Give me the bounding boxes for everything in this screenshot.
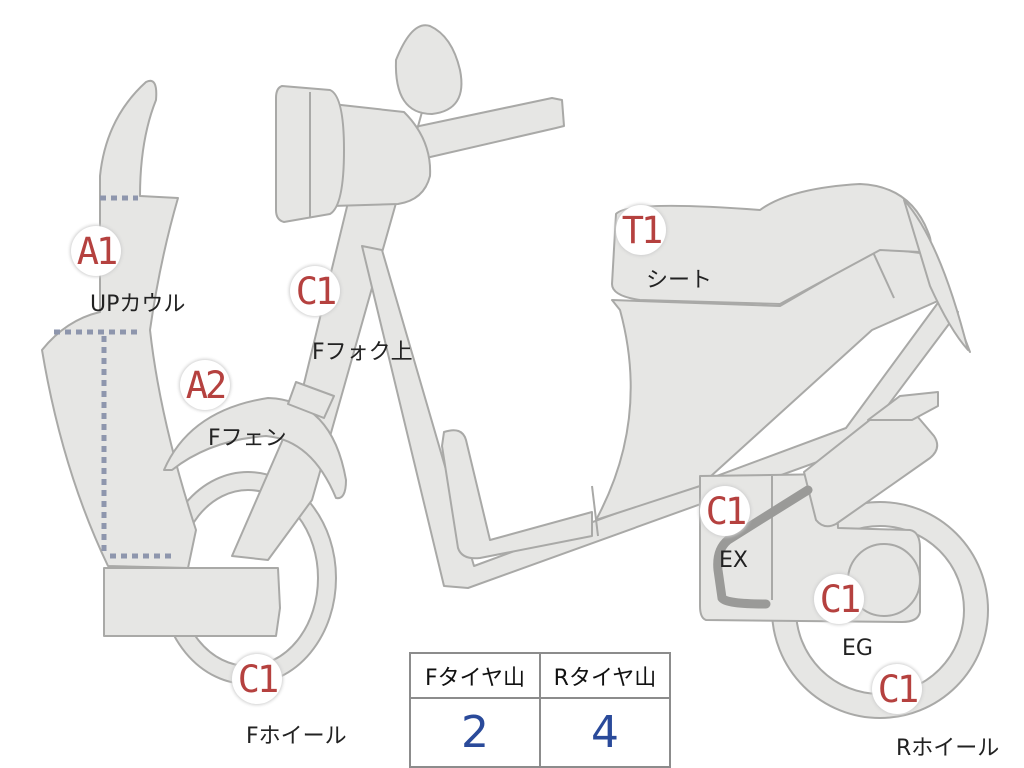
marker-front-fork[interactable]: C1 (290, 266, 340, 316)
label-engine: EG (842, 636, 873, 661)
marker-engine[interactable]: C1 (814, 574, 864, 624)
rear-shock (803, 395, 939, 528)
label-front-fork: Fフォク上 (312, 340, 413, 365)
marker-front-fender[interactable]: A2 (180, 360, 230, 410)
seat (611, 183, 932, 305)
label-upper-cowl: UPカウル (90, 292, 186, 317)
floor-rail (441, 429, 593, 560)
front-fender (163, 397, 347, 500)
label-front-wheel: Fホイール (246, 724, 347, 749)
marker-front-wheel[interactable]: C1 (232, 654, 282, 704)
floor-front (103, 567, 281, 637)
exhaust-pipe (713, 485, 813, 609)
label-rear-wheel: Rホイール (896, 736, 1000, 761)
front-tread-header: Fタイヤ山 (409, 652, 541, 699)
marker-upper-cowl[interactable]: A1 (71, 226, 121, 276)
mirror (394, 24, 463, 115)
head-unit (331, 103, 432, 207)
marker-rear-wheel[interactable]: C1 (872, 664, 922, 714)
rear-tread-value: 4 (539, 697, 671, 768)
rear-tread-header: Rタイヤ山 (539, 652, 671, 699)
marker-exhaust[interactable]: C1 (700, 486, 750, 536)
label-exhaust: EX (719, 548, 748, 573)
marker-seat[interactable]: T1 (616, 205, 666, 255)
upper-cowl (41, 79, 197, 569)
label-seat: シート (646, 268, 713, 293)
tire-tread-table: Fタイヤ山 Rタイヤ山 2 4 (409, 652, 671, 768)
front-fork (231, 185, 399, 561)
label-front-fender: Fフェン (208, 426, 287, 451)
front-tread-value: 2 (409, 697, 541, 768)
